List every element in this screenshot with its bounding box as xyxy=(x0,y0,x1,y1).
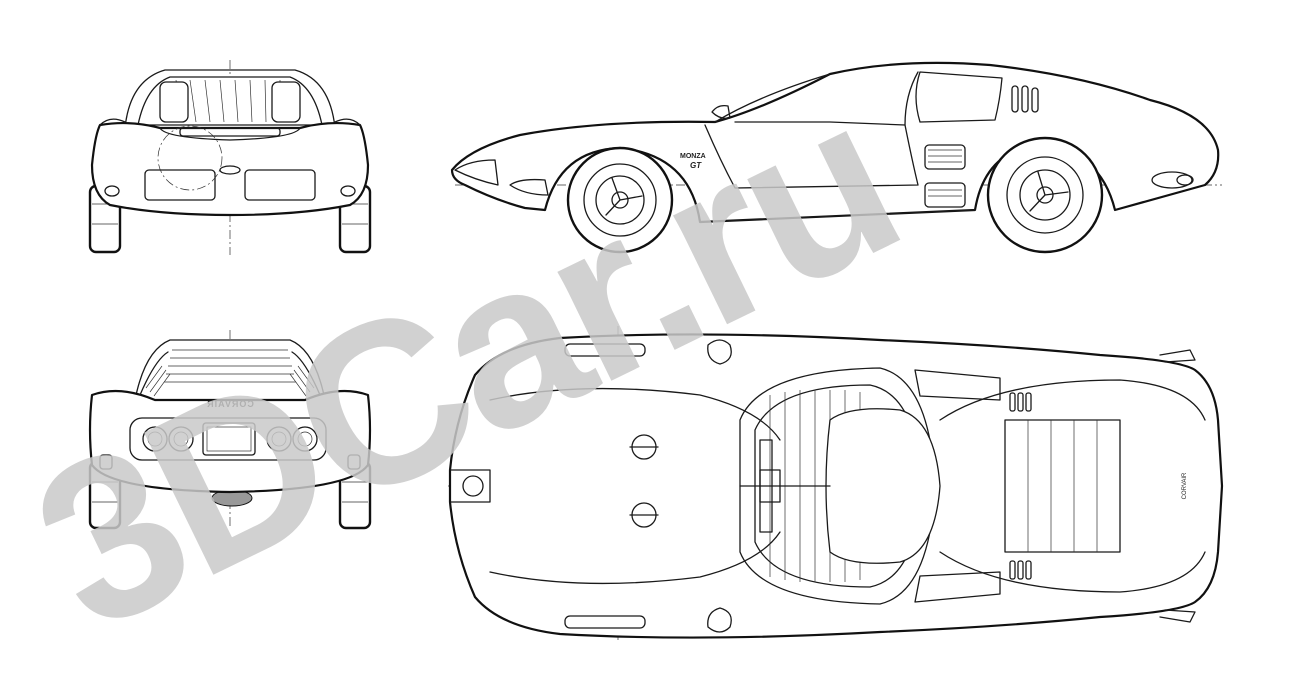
rear-view: CORVAIR xyxy=(88,330,372,530)
top-view: CORVAIR xyxy=(448,326,1224,640)
side-badge-line1: MONZA xyxy=(680,153,706,160)
rear-script: CORVAIR xyxy=(206,399,254,409)
front-view xyxy=(88,60,372,255)
side-badge-line2: GT xyxy=(690,161,702,170)
side-view: MONZA GT xyxy=(450,61,1222,254)
top-rear-script: CORVAIR xyxy=(1182,472,1188,499)
